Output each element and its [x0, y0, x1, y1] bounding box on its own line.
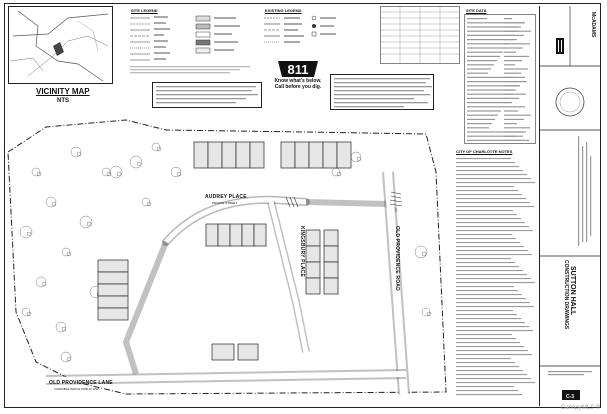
city-notes-title: CITY OF CHARLOTTE NOTES: [456, 149, 513, 154]
street-label-old-providence-lane: OLD PROVIDENCE LANE: [49, 380, 113, 386]
sheet-number-box: [562, 390, 580, 400]
call-811-line1: Know what's below.: [274, 78, 322, 84]
site-legend-table: [130, 15, 250, 74]
existing-legend-title: EXISTING LEGEND: [265, 8, 302, 13]
street-label-kingsbury: KINGSBURY PLACE: [299, 226, 305, 278]
vicinity-map-scale: NTS: [57, 98, 69, 104]
firm-logo-mark: [556, 38, 564, 54]
street-sublabel-audrey: PRIVATE STREET: [212, 201, 238, 205]
site-data-title: SITE DATA: [466, 8, 487, 13]
title-block: SUTTON HALL CONSTRUCTION DRAWINGS McADAM…: [539, 6, 600, 406]
sheet-border: [4, 3, 601, 408]
call-811-logo: 811: [278, 61, 318, 77]
contractor-note-box: [330, 74, 434, 110]
existing-legend-table: [264, 15, 336, 43]
site-legend-title: SITE LEGEND: [131, 8, 158, 13]
firm-name: McADAMS: [590, 12, 596, 38]
engineer-seal: [555, 87, 585, 117]
drawing-set-name: CONSTRUCTION DRAWINGS: [563, 260, 569, 330]
sheet-number: C-3: [566, 394, 575, 400]
street-sublabel-old-providence-lane: (VARIABLE WIDTH PUBLIC R/W): [54, 387, 100, 391]
call-811-line2: Call before you dig.: [274, 84, 322, 90]
site-data-table: [464, 14, 536, 144]
legend-note-box: [152, 82, 262, 108]
site-location-marker: [53, 42, 64, 56]
vicinity-map: [8, 6, 113, 84]
vicinity-map-title: VICINITY MAP: [36, 87, 90, 96]
curve-table: [380, 6, 460, 64]
project-name: SUTTON HALL: [569, 266, 576, 316]
watermark-text: CanopyMLS ®: [560, 405, 600, 411]
street-label-audrey: AUDREY PLACE: [205, 194, 247, 200]
street-label-old-providence-road: OLD PROVIDENCE ROAD: [394, 226, 400, 291]
call-811-notice: 811 Know what's below. Call before you d…: [266, 60, 330, 90]
city-notes-text: [456, 158, 535, 396]
site-plan: [7, 119, 447, 395]
svg-text:811: 811: [288, 62, 309, 77]
